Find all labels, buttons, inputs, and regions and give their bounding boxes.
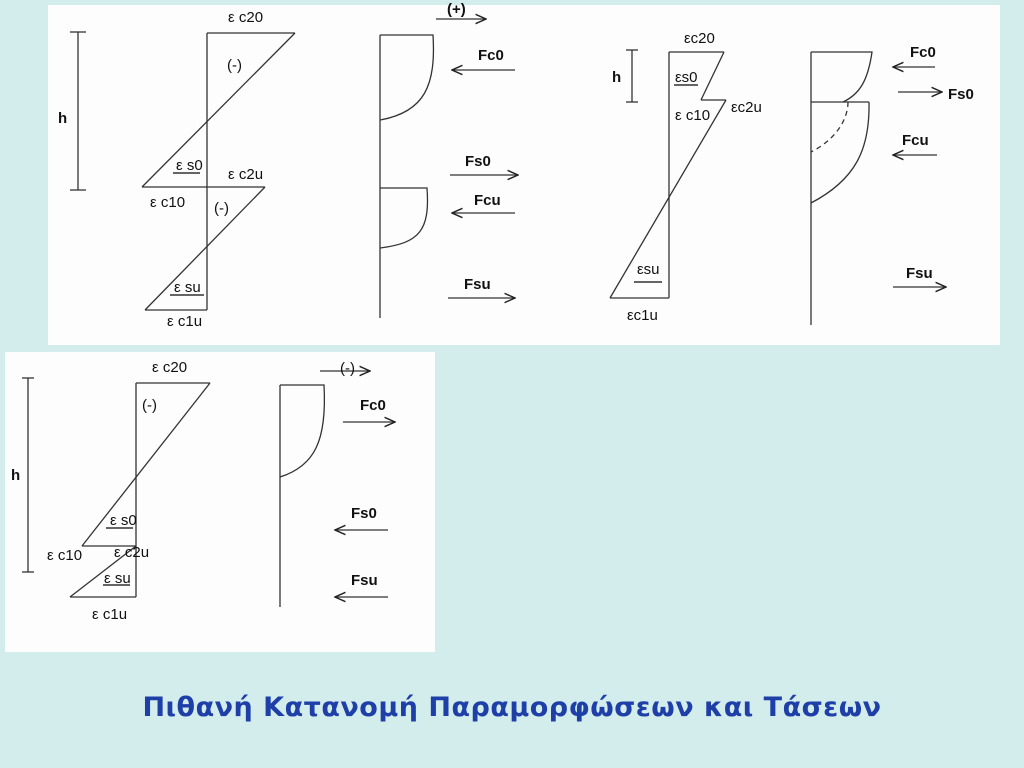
eps-c2u-label-3: ε c2u [114, 544, 149, 561]
diagram-2 [609, 49, 946, 325]
Fsu-label-2: Fsu [906, 265, 933, 282]
minus-arrow-label-3: (-) [340, 360, 355, 377]
Fsu-label: Fsu [464, 276, 491, 293]
eps-s0-label: ε s0 [176, 157, 203, 174]
diagram-3 [22, 371, 395, 607]
Fc0-label-2: Fc0 [910, 44, 936, 61]
eps-c1u-label-2: εc1u [627, 307, 658, 324]
eps-c2u-label-2: εc2u [731, 99, 762, 116]
strain-diagram-1 [141, 32, 296, 311]
height-dimension-3 [22, 377, 34, 573]
diagram-1-labels: ε c20 (-) h ε s0 ε c2u ε c10 (-) ε su ε … [58, 1, 504, 330]
eps-s0-label-3: ε s0 [110, 512, 137, 529]
h-label-2: h [612, 69, 621, 86]
strain-diagram-2 [609, 51, 727, 299]
strain-diagram-3 [69, 382, 211, 598]
Fc0-label-3: Fc0 [360, 397, 386, 414]
eps-su-label-2: εsu [637, 261, 660, 278]
Fsu-label-3: Fsu [351, 572, 378, 589]
slide-caption: Πιθανή Κατανομή Παραμορφώσεων και Τάσεων [142, 692, 882, 723]
stress-diagram-2 [810, 51, 873, 325]
eps-c10-label-3: ε c10 [47, 547, 82, 564]
stress-diagram-1 [379, 34, 435, 318]
Fc0-label: Fc0 [478, 47, 504, 64]
eps-c20-label: ε c20 [228, 9, 263, 26]
diagram-2-labels: εc20 h εs0 ε c10 εc2u εsu εc1u Fc0 Fs0 F… [612, 30, 974, 324]
eps-c10-label-2: ε c10 [675, 107, 710, 124]
h-label: h [58, 110, 67, 127]
eps-c1u-label: ε c1u [167, 313, 202, 330]
bottom-diagram-panel [5, 352, 435, 652]
Fcu-label-2: Fcu [902, 132, 929, 149]
Fs0-label: Fs0 [465, 153, 491, 170]
diagram-1 [70, 19, 518, 318]
height-dimension-2 [626, 49, 638, 103]
stress-diagram-3 [279, 384, 326, 607]
eps-su-label-3: ε su [104, 570, 131, 587]
diagram-3-labels: ε c20 (-) h ε s0 ε c10 ε c2u ε su ε c1u … [11, 359, 386, 623]
Fs0-label-2: Fs0 [948, 86, 974, 103]
eps-s0-label-2: εs0 [675, 69, 698, 86]
compression-sign-top: (-) [227, 57, 242, 74]
tension-sign-label: (+) [447, 1, 466, 18]
eps-su-label: ε su [174, 279, 201, 296]
compression-sign-mid: (-) [214, 200, 229, 217]
eps-c20-label-2: εc20 [684, 30, 715, 47]
eps-c20-label-3: ε c20 [152, 359, 187, 376]
Fs0-label-3: Fs0 [351, 505, 377, 522]
eps-c1u-label-3: ε c1u [92, 606, 127, 623]
height-dimension [70, 31, 86, 191]
eps-c2u-label: ε c2u [228, 166, 263, 183]
Fcu-label: Fcu [474, 192, 501, 209]
eps-c10-label: ε c10 [150, 194, 185, 211]
h-label-3: h [11, 467, 20, 484]
compression-sign-3: (-) [142, 397, 157, 414]
